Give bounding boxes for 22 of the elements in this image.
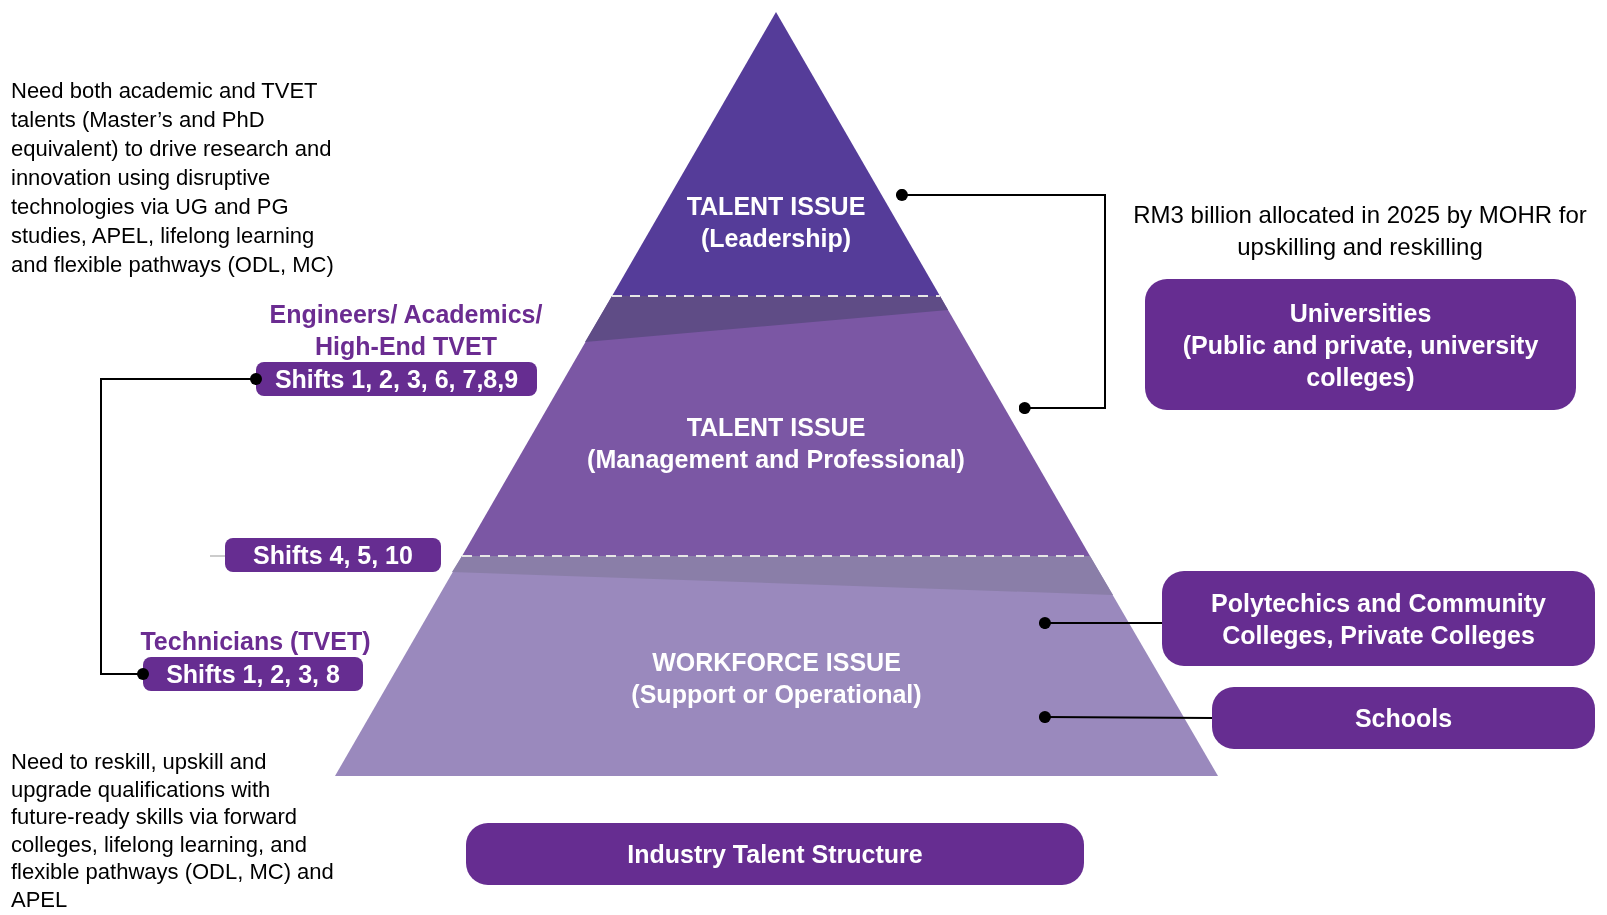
tier-subtitle: (Leadership) xyxy=(701,223,851,254)
connector-line xyxy=(1038,617,1163,630)
tier-subtitle: (Management and Professional) xyxy=(587,444,965,475)
shifts-badge: Shifts 1, 2, 3, 6, 7,8,9 xyxy=(256,362,537,396)
group-heading: Technicians (TVET) xyxy=(140,626,371,657)
tier-title: TALENT ISSUE xyxy=(686,412,866,443)
connector-line xyxy=(895,188,1106,415)
group-heading: Engineers/ Academics/ High-End TVET xyxy=(268,299,544,362)
shifts-badge: Shifts 4, 5, 10 xyxy=(225,538,441,572)
note-text: RM3 billion allocated in 2025 by MOHR for upskilling and reskilling xyxy=(1132,200,1588,262)
tier-title: TALENT ISSUE xyxy=(686,191,866,222)
tier-subtitle: (Support or Operational) xyxy=(631,679,922,710)
institution-box: Polytechics and Community Colleges, Private Colleges xyxy=(1162,571,1595,666)
institution-box: Universities (Public and private, university colleges) xyxy=(1145,279,1576,410)
shifts-badge: Shifts 1, 2, 3, 8 xyxy=(143,657,363,691)
connector-line xyxy=(100,373,262,680)
note-text: Need both academic and TVET talents (Master’s and PhD equivalent) to drive research and innovation using disruptive technologies via UG and PG studies, APEL, lifelong learning and flexible pathways (ODL, MC) xyxy=(11,77,335,279)
institution-box: Schools xyxy=(1212,687,1595,749)
note-text: Need to reskill, upskill and upgrade qualifications with future-ready skills via forward colleges, lifelong learning, and flexible pathways (ODL, MC) and APEL xyxy=(11,748,335,913)
tier-title: WORKFORCE ISSUE xyxy=(652,647,901,678)
title-banner: Industry Talent Structure xyxy=(466,823,1084,885)
connector-line xyxy=(1038,711,1213,724)
